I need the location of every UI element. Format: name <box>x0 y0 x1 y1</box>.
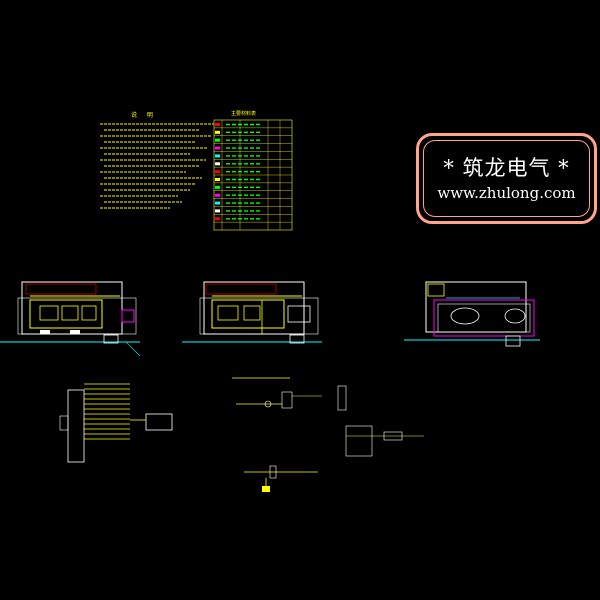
floor-plan-3 <box>404 281 540 347</box>
zhulong-watermark-stamp: * 筑龙电气 * www.zhulong.com <box>416 133 597 224</box>
materials-table-title: 主要材料表 <box>231 111 257 117</box>
distribution-panel-schematic <box>59 383 173 463</box>
notes-title: 说 明 <box>131 112 157 119</box>
floor-plan-1 <box>0 281 141 357</box>
watermark-inner-border <box>423 140 590 217</box>
materials-table <box>213 119 293 231</box>
watermark-brand-text: * 筑龙电气 * <box>443 156 570 180</box>
floor-plan-2 <box>182 281 322 344</box>
circuit-diagram-right <box>337 385 424 457</box>
circuit-diagram-top <box>232 377 322 409</box>
design-notes-block <box>100 123 214 209</box>
watermark-url-text: www.zhulong.com <box>437 184 576 202</box>
circuit-diagram-bottom <box>244 465 318 492</box>
